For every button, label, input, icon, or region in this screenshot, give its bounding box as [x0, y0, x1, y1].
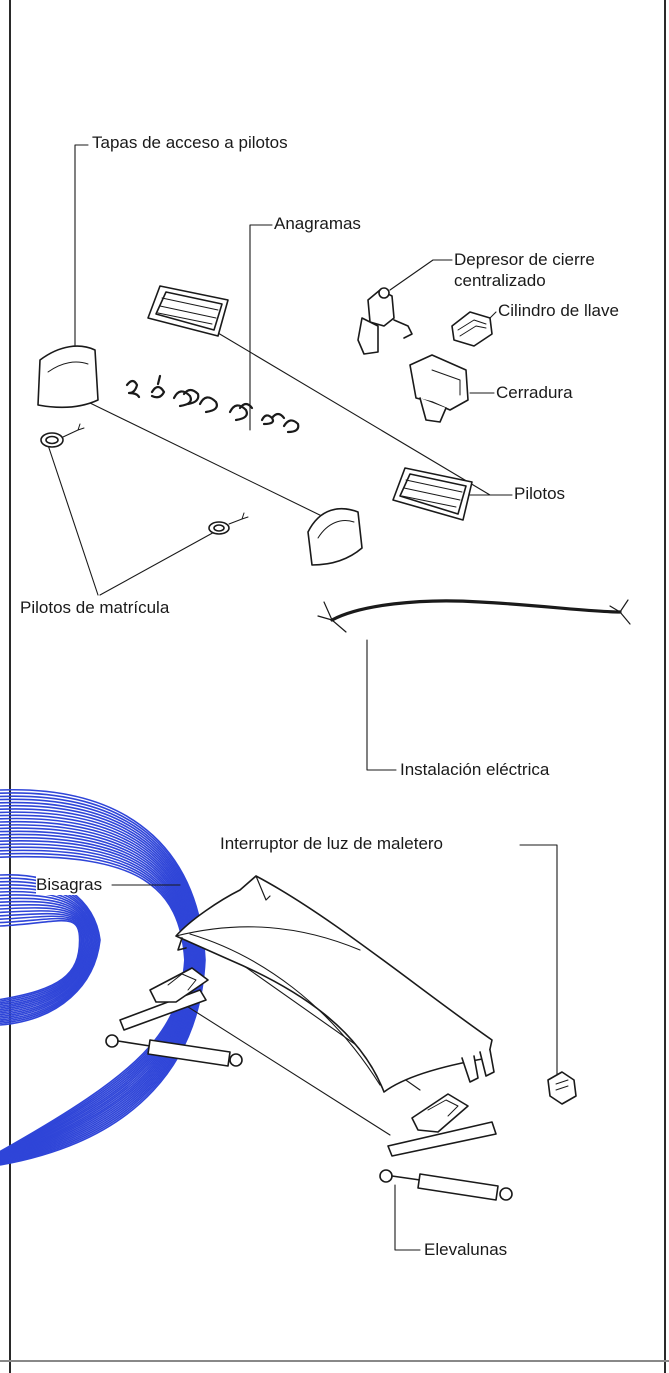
tail-lamp-lower — [392, 467, 473, 521]
watermark-stripe — [0, 801, 202, 1164]
label-cilindro-llave: Cilindro de llave — [498, 301, 619, 320]
access-cover-left — [37, 345, 99, 408]
watermark-stripe — [0, 811, 200, 1162]
label-anagramas: Anagramas — [274, 214, 361, 233]
watermark-stripe — [0, 817, 198, 1160]
label-bisagras: Bisagras — [36, 875, 103, 895]
label-instalacion-electrica: Instalación eléctrica — [400, 760, 550, 779]
watermark-stripe — [0, 830, 194, 1158]
label-depresor-line2: centralizado — [454, 271, 546, 290]
watermark-stripe — [0, 827, 195, 1159]
watermark-stripe — [0, 795, 204, 1165]
watermark-stripe — [0, 894, 93, 1016]
watermark-stripe — [0, 846, 189, 1155]
tail-lamp-upper — [147, 285, 229, 337]
watermark-stripe — [0, 852, 187, 1153]
label-pilotos-matricula: Pilotos de matrícula — [20, 598, 170, 617]
frame-right-border — [664, 0, 666, 1373]
watermark-stripe — [0, 917, 82, 1002]
watermark-stripe — [0, 840, 191, 1156]
watermark-stripe — [0, 798, 203, 1164]
trunk-latch — [409, 354, 469, 423]
watermark-stripe — [0, 789, 206, 1166]
watermark-stripe — [0, 900, 90, 1013]
label-tapas-acceso-pilotos: Tapas de acceso a pilotos — [92, 133, 288, 152]
watermark-stripe — [0, 897, 92, 1014]
watermark-stripe — [0, 910, 86, 1008]
watermark-stripe — [0, 903, 89, 1011]
trunk-lid — [175, 875, 495, 1093]
watermark-stripe — [0, 843, 190, 1155]
watermark-stripe — [0, 907, 88, 1009]
watermark-stripe — [0, 805, 202, 1163]
label-elevalunas: Elevalunas — [424, 1240, 508, 1259]
wiring-harness — [317, 599, 631, 633]
watermark-stripe — [0, 912, 85, 1006]
label-cerradura: Cerradura — [496, 383, 573, 402]
watermark-stripe — [0, 792, 205, 1166]
watermark-logo — [0, 789, 206, 1166]
label-pilotos: Pilotos — [514, 484, 566, 503]
key-cylinder — [451, 311, 493, 347]
label-depresor-line1: Depresor de cierre — [454, 250, 595, 269]
watermark-stripe — [0, 824, 196, 1159]
label-interruptor-luz-maletero: Interruptor de luz de maletero — [220, 834, 444, 853]
trunk-light-switch — [547, 1071, 577, 1105]
gas-strut-upper — [105, 1034, 243, 1067]
frame-left-border — [9, 0, 11, 1373]
watermark-stripe — [0, 808, 201, 1162]
hinge-upper — [119, 967, 209, 1031]
central-lock-actuator — [357, 287, 413, 355]
gas-strut-lower — [379, 1169, 513, 1201]
watermark-stripe — [0, 849, 188, 1154]
watermark-stripe — [0, 915, 84, 1004]
watermark-stripe — [0, 820, 197, 1160]
watermark-stripe — [0, 836, 192, 1157]
frame-bottom-border — [0, 1360, 669, 1362]
hinge-lower — [387, 1093, 497, 1157]
license-lamp-left — [40, 432, 64, 448]
watermark-stripe — [0, 833, 193, 1157]
watermark-stripe — [0, 814, 199, 1161]
license-lamp-right — [208, 521, 230, 535]
watermark-stripe — [0, 919, 81, 1001]
access-cover-right — [307, 507, 363, 566]
badge-anagramas — [125, 374, 300, 434]
watermark-stripe — [0, 855, 186, 1153]
